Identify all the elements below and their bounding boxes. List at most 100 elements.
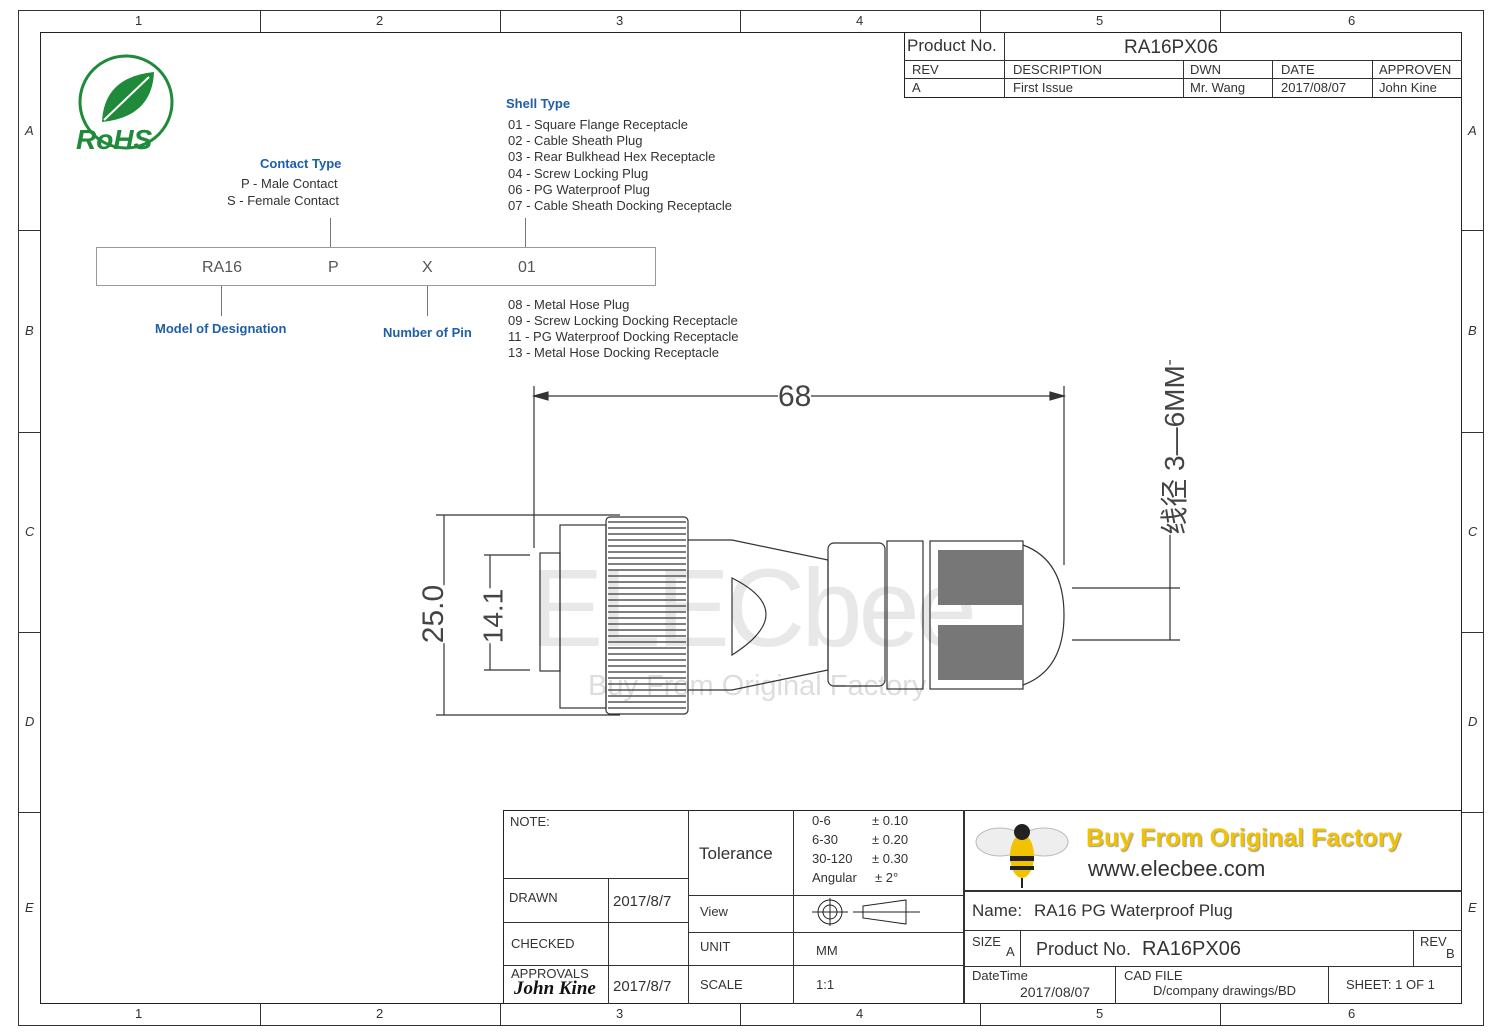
row-marker: C (25, 524, 35, 539)
product-no-2: RA16PX06 (1142, 938, 1241, 960)
contact-type-title: Contact Type (260, 156, 342, 171)
rohs-text: RoHS (76, 124, 153, 155)
zone-divider (1462, 432, 1484, 433)
brand-url: www.elecbee.com (1088, 856, 1266, 881)
contact-item: P - Male Contact (241, 176, 338, 191)
zone-divider (500, 1004, 501, 1026)
col-dwn: DWN (1190, 62, 1222, 77)
row-marker: C (1468, 524, 1478, 539)
product-no-label: Product No. (907, 36, 997, 55)
row-marker: A (1468, 123, 1477, 138)
drawn-date: 2017/8/7 (613, 893, 672, 910)
column-marker: 2 (376, 13, 384, 28)
column-marker: 4 (856, 1006, 864, 1021)
pin-label: Number of Pin (383, 325, 472, 340)
row-marker: A (25, 123, 34, 138)
zone-divider (740, 1004, 741, 1026)
code-pins: X (422, 259, 433, 276)
shell-item: 07 - Cable Sheath Docking Receptacle (508, 198, 733, 213)
zone-divider (740, 10, 741, 32)
designation-box (96, 247, 656, 286)
zone-divider (260, 1004, 261, 1026)
row-marker: E (1468, 900, 1477, 915)
dim-length: 68 (778, 380, 812, 414)
val-approven: John Kine (1379, 80, 1437, 95)
code-shell: 01 (518, 259, 536, 276)
tolerance-value: ± 0.30 (872, 851, 909, 866)
size-value: A (1006, 944, 1015, 959)
row-marker: D (25, 714, 35, 729)
shell-item: 08 - Metal Hose Plug (508, 297, 630, 312)
zone-divider (1220, 1004, 1221, 1026)
unit-value: MM (816, 943, 838, 958)
col-approven: APPROVEN (1379, 62, 1452, 77)
tolerance-value: ± 0.10 (872, 813, 909, 828)
zone-divider (980, 1004, 981, 1026)
contact-item: S - Female Contact (227, 193, 339, 208)
col-description: DESCRIPTION (1013, 62, 1102, 77)
zone-divider (500, 10, 501, 32)
projection-symbol-icon (812, 898, 920, 926)
scale-value: 1:1 (816, 977, 835, 992)
shell-item: 11 - PG Waterproof Docking Receptacle (508, 329, 739, 344)
zone-divider (1220, 10, 1221, 32)
row-marker: D (1468, 714, 1478, 729)
shell-item: 01 - Square Flange Receptacle (508, 117, 688, 132)
datetime-label: DateTime (972, 968, 1028, 983)
dim-diameter: 25.0 (417, 584, 452, 644)
approvals-label: APPROVALS (511, 966, 589, 981)
row-marker: B (25, 323, 34, 338)
column-marker: 5 (1096, 13, 1104, 28)
product-no: RA16PX06 (1124, 37, 1219, 58)
shell-item: 13 - Metal Hose Docking Receptacle (508, 345, 719, 360)
brand-slogan: Buy From Original Factory (1086, 824, 1402, 852)
dim-cable: 线径 3—6MM (1152, 365, 1193, 535)
zone-divider (260, 10, 261, 32)
row-marker: B (1468, 323, 1477, 338)
approvals-signature: John Kine (514, 978, 596, 999)
leaf-icon (78, 54, 174, 150)
scale-label: SCALE (700, 977, 743, 992)
tolerance-range: 6-30 (812, 832, 839, 847)
column-marker: 1 (135, 13, 143, 28)
drawn-label: DRAWN (509, 890, 558, 905)
val-description: First Issue (1013, 80, 1073, 95)
column-marker: 5 (1096, 1006, 1104, 1021)
unit-label: UNIT (700, 939, 731, 954)
column-marker: 6 (1348, 13, 1356, 28)
tolerance-value: ± 2° (875, 870, 899, 885)
product-no-label-2: Product No. (1036, 939, 1132, 959)
dim-inner: 14.1 (477, 588, 510, 644)
col-rev: REV (912, 62, 939, 77)
zone-divider (1462, 812, 1484, 813)
rohs-logo: RoHS (74, 52, 180, 156)
rev-value: B (1446, 946, 1455, 961)
view-label: View (700, 904, 728, 919)
part-name: RA16 PG Waterproof Plug (1034, 901, 1233, 920)
shell-item: 02 - Cable Sheath Plug (508, 133, 643, 149)
code-model: RA16 (202, 259, 243, 276)
bee-logo-icon (975, 824, 1069, 888)
outer-border (18, 10, 1484, 1026)
approvals-date: 2017/8/7 (613, 978, 672, 995)
shell-item: 04 - Screw Locking Plug (508, 165, 649, 181)
tolerance-range: Angular (812, 870, 857, 885)
tolerance-range: 0-6 (812, 813, 831, 828)
zone-divider (1462, 632, 1484, 633)
zone-divider (18, 812, 40, 813)
shell-item: 09 - Screw Locking Docking Receptacle (508, 313, 738, 328)
title-block (503, 810, 1462, 1004)
sheet-value: SHEET: 1 OF 1 (1346, 977, 1435, 992)
val-rev: A (912, 80, 921, 95)
val-dwn: Mr. Wang (1190, 80, 1246, 95)
size-label: SIZE (972, 934, 1001, 949)
note-label: NOTE: (510, 814, 550, 829)
zone-divider (1462, 230, 1484, 231)
column-marker: 6 (1348, 1006, 1356, 1021)
cad-label: CAD FILE (1124, 968, 1183, 983)
name-label: Name: (972, 901, 1023, 920)
datetime-value: 2017/08/07 (1020, 984, 1091, 1000)
zone-divider (18, 432, 40, 433)
column-marker: 3 (616, 13, 624, 28)
zone-divider (18, 632, 40, 633)
